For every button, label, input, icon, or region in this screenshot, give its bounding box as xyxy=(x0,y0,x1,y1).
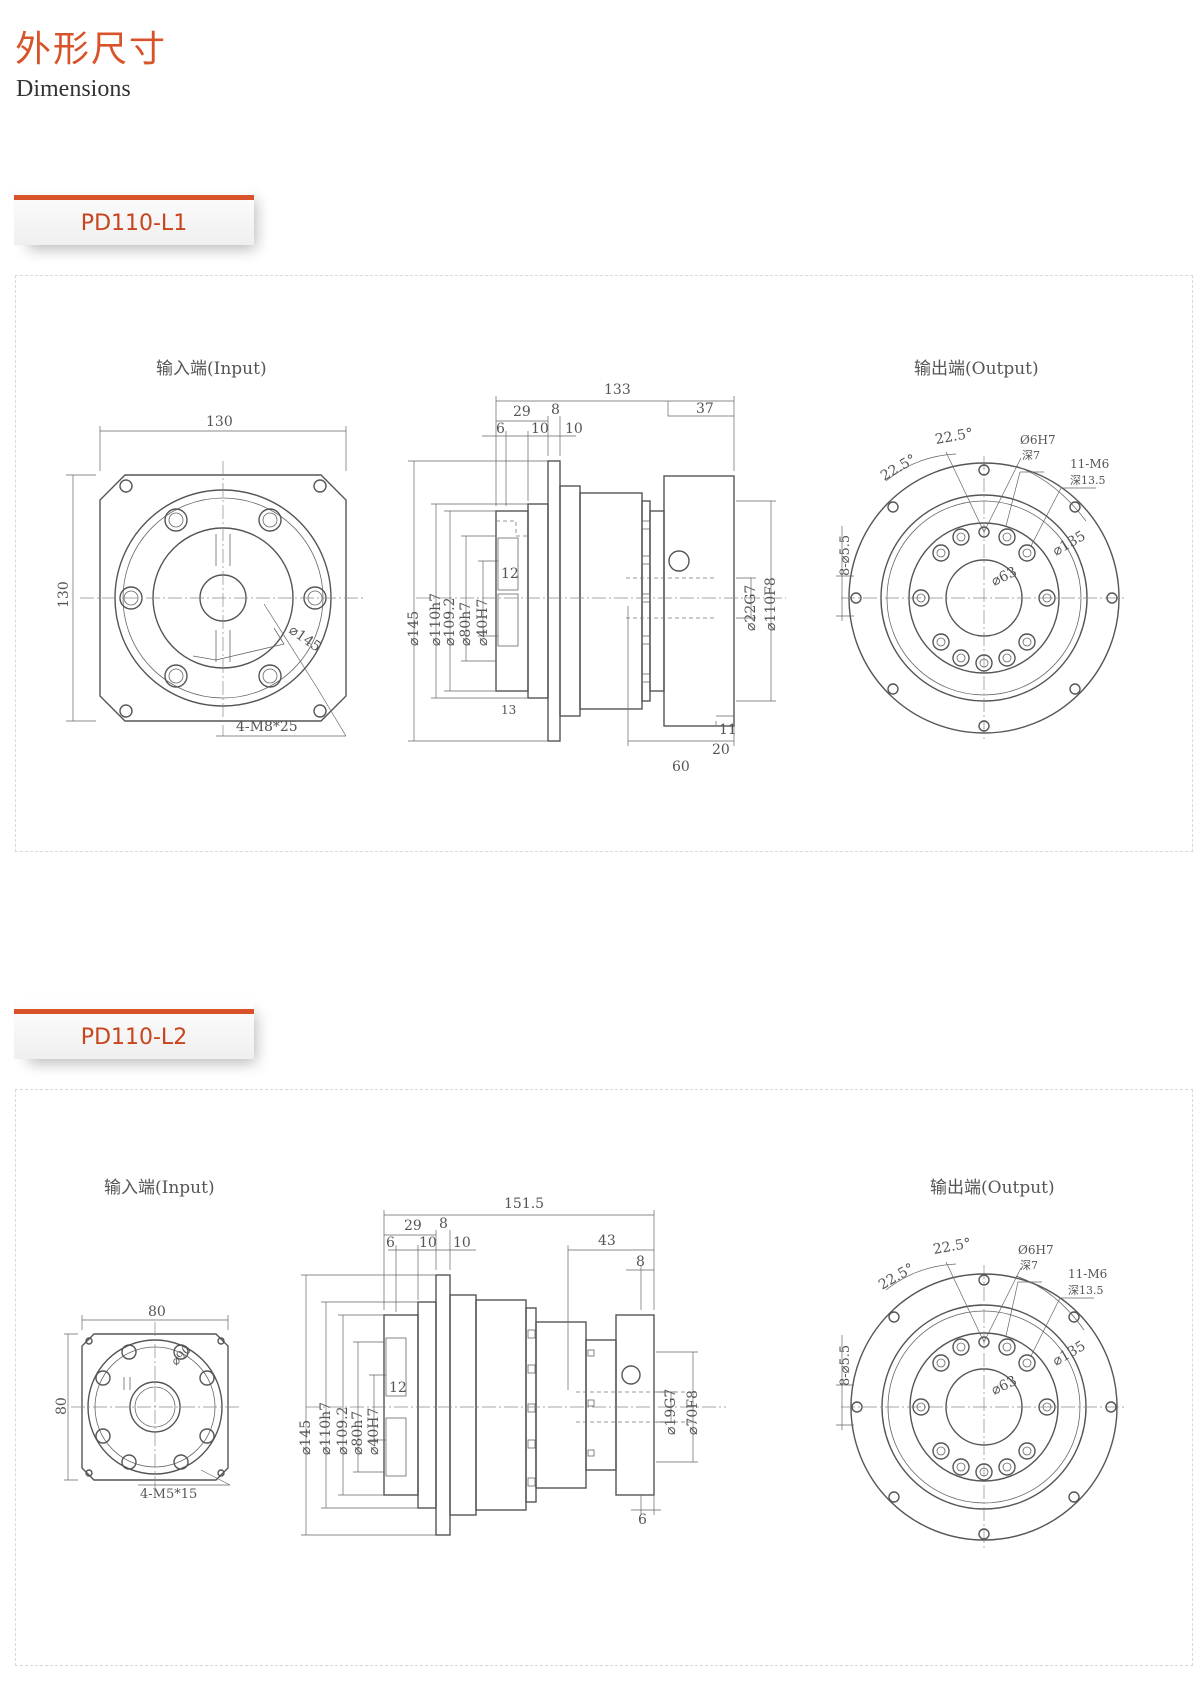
page-title-en: Dimensions xyxy=(16,76,131,102)
dim-height: 80 xyxy=(54,1397,70,1415)
input-view-label: 输入端(Input) xyxy=(156,359,267,379)
dim-10b: 10 xyxy=(565,421,583,437)
output-view-label: 输出端(Output) xyxy=(930,1178,1055,1198)
outer-holes xyxy=(851,1274,1117,1540)
output-front-view xyxy=(836,451,1126,741)
dim-43: 43 xyxy=(598,1233,616,1249)
technical-drawing-l1: 输入端(Input) 输出端(Output) 130 130 ⌀145 4-M8… xyxy=(56,359,1126,775)
inner-holes xyxy=(912,1336,1056,1481)
dim-60: 60 xyxy=(672,759,690,775)
dim-dia-110h7: ⌀110h7 xyxy=(318,1402,334,1455)
input-front-view xyxy=(64,1315,241,1490)
model-tab-pd110-l2[interactable]: PD110-L2 xyxy=(14,997,254,1059)
angle-1: 22.5° xyxy=(878,452,919,485)
inner-holes xyxy=(912,526,1056,672)
dim-8: 8 xyxy=(551,402,560,418)
technical-drawing-l2: 输入端(Input) 输出端(Output) 80 80 ⌀90 4-M5*15 xyxy=(54,1178,1126,1550)
thread-depth: 深13.5 xyxy=(1068,1284,1104,1297)
dim-dia-80h7: ⌀80h7 xyxy=(458,602,474,646)
dim-dia-22g7: ⌀22G7 xyxy=(743,585,759,631)
dim-dia-145: ⌀145 xyxy=(406,611,422,646)
dim-29: 29 xyxy=(404,1218,422,1234)
model-label: PD110-L1 xyxy=(80,211,188,236)
dim-dia-19g7: ⌀19G7 xyxy=(663,1389,679,1435)
dim-dia-109-2: ⌀109.2 xyxy=(442,597,458,646)
dim-overall-length: 133 xyxy=(604,382,631,398)
dim-10a: 10 xyxy=(419,1235,437,1251)
dim-20: 20 xyxy=(712,742,730,758)
input-front-view xyxy=(66,426,366,737)
side-section-view xyxy=(301,1210,726,1536)
dim-flange-dia: ⌀90 xyxy=(168,1342,194,1368)
pin-depth: 深7 xyxy=(1022,449,1040,462)
drawing-panel-l1: 输入端(Input) 输出端(Output) 130 130 ⌀145 4-M8… xyxy=(15,275,1193,852)
dim-37: 37 xyxy=(696,401,714,417)
dim-dia-110f8: ⌀110F8 xyxy=(763,577,779,631)
angle-1: 22.5° xyxy=(876,1261,917,1294)
side-section-view xyxy=(408,396,786,746)
dim-bore: ⌀63 xyxy=(989,1373,1020,1399)
angle-2: 22.5° xyxy=(932,1236,972,1258)
dim-holes: 8-⌀5.5 xyxy=(838,1345,853,1386)
dim-thread: 4-M5*15 xyxy=(140,1487,197,1502)
model-tab-pd110-l1[interactable]: PD110-L1 xyxy=(14,183,254,245)
dim-11: 11 xyxy=(719,722,737,738)
tab-accent-bar xyxy=(14,195,254,200)
dim-holes: 8-⌀5.5 xyxy=(838,535,853,576)
dim-8: 8 xyxy=(439,1216,448,1232)
page-title-cn: 外形尺寸 xyxy=(15,29,168,70)
dim-12: 12 xyxy=(501,566,519,582)
dim-13: 13 xyxy=(501,703,516,717)
dim-dia-145: ⌀145 xyxy=(298,1420,314,1455)
dim-12: 12 xyxy=(389,1380,407,1396)
dim-width: 80 xyxy=(148,1304,166,1320)
output-front-view xyxy=(836,1261,1126,1550)
thread-spec: 11-M6 xyxy=(1068,1267,1107,1281)
thread-spec: 11-M6 xyxy=(1070,457,1109,471)
pin-spec: Ø6H7 xyxy=(1018,1243,1054,1257)
dim-10b: 10 xyxy=(453,1235,471,1251)
dim-6: 6 xyxy=(386,1235,395,1251)
dim-width: 130 xyxy=(206,414,233,430)
model-label: PD110-L2 xyxy=(80,1025,188,1050)
output-view-label: 输出端(Output) xyxy=(914,359,1039,379)
thread-depth: 深13.5 xyxy=(1070,474,1106,487)
tab-accent-bar xyxy=(14,1009,254,1014)
dim-dia-40h7: ⌀40H7 xyxy=(475,599,491,646)
pin-spec: Ø6H7 xyxy=(1020,433,1056,447)
angle-2: 22.5° xyxy=(934,426,974,448)
dim-29: 29 xyxy=(513,404,531,420)
dim-10a: 10 xyxy=(531,421,549,437)
dim-6b: 6 xyxy=(638,1512,647,1528)
dim-dia-80h7: ⌀80h7 xyxy=(350,1411,366,1455)
dim-flange-dia: ⌀145 xyxy=(286,622,324,655)
dim-8b: 8 xyxy=(636,1254,645,1270)
dim-dia-110h7: ⌀110h7 xyxy=(428,593,444,646)
input-view-label: 输入端(Input) xyxy=(104,1178,215,1198)
dim-thread: 4-M8*25 xyxy=(236,719,298,735)
outer-holes xyxy=(850,464,1118,732)
dim-dia-70f8: ⌀70F8 xyxy=(685,1390,701,1435)
dim-dia-40h7: ⌀40H7 xyxy=(366,1408,382,1455)
dim-height: 130 xyxy=(56,581,72,608)
dim-overall-length: 151.5 xyxy=(504,1196,544,1212)
dim-dia-109-2: ⌀109.2 xyxy=(335,1406,351,1455)
dim-6: 6 xyxy=(496,421,505,437)
pin-depth: 深7 xyxy=(1020,1259,1038,1272)
drawing-panel-l2: 输入端(Input) 输出端(Output) 80 80 ⌀90 4-M5*15 xyxy=(15,1089,1193,1666)
dim-bore: ⌀63 xyxy=(989,564,1020,590)
